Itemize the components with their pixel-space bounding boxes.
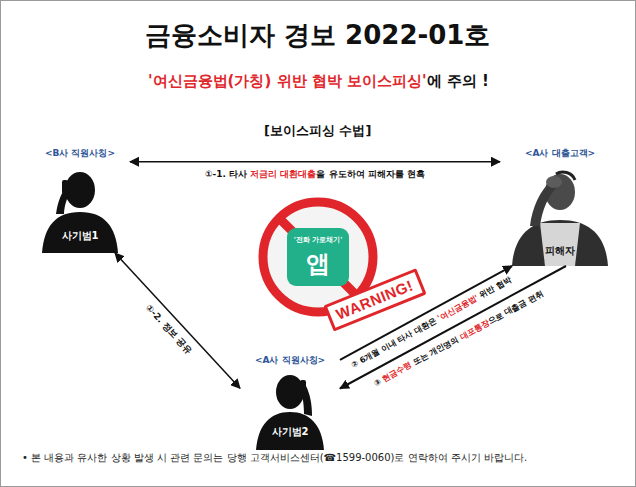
highlight-text: 저금리 대환대출	[250, 169, 316, 179]
connector-arrow	[115, 253, 240, 388]
section-heading: [보이스피싱 수법]	[264, 123, 371, 139]
actor-name: 사기범2	[272, 426, 309, 438]
role-heading: <A사 직원사칭>	[255, 355, 325, 366]
actor-box: <B사 직원사칭> 사기범1	[30, 148, 130, 253]
role-heading: <A사 대출고객>	[525, 148, 595, 159]
scammer-silhouette	[256, 375, 324, 450]
app-icon: '전화 가로채기' 앱	[287, 228, 349, 286]
actor-name: 피해자	[545, 245, 575, 257]
edge-label: ①-1. 타사 저금리 대환대출을 유도하여 피해자를 현혹	[204, 169, 426, 180]
actor-box: <A사 대출고객> 피해자	[500, 148, 620, 266]
app-caption: '전화 가로채기'	[294, 236, 343, 244]
page-title: 금융소비자 경보 2022-01호	[145, 20, 490, 51]
subtitle: '여신금융법(가칭) 위반 협박 보이스피싱'에 주의 !	[148, 72, 489, 90]
victim-figure	[512, 172, 608, 266]
app-label: 앱	[306, 250, 330, 279]
actor-box: <A사 직원사칭> 사기범2	[240, 355, 340, 450]
actor-name: 사기범1	[62, 230, 99, 242]
scammer-silhouette	[42, 172, 118, 253]
highlight-text: '여신금융법(가칭) 위반 협박 보이스피싱'	[148, 72, 427, 90]
footer-note: • 본 내용과 유사한 상황 발생 시 관련 문의는 당행 고객서비스센터(☎1…	[22, 452, 527, 464]
role-heading: <B사 직원사칭>	[45, 148, 115, 159]
connector-arrow	[130, 161, 500, 163]
